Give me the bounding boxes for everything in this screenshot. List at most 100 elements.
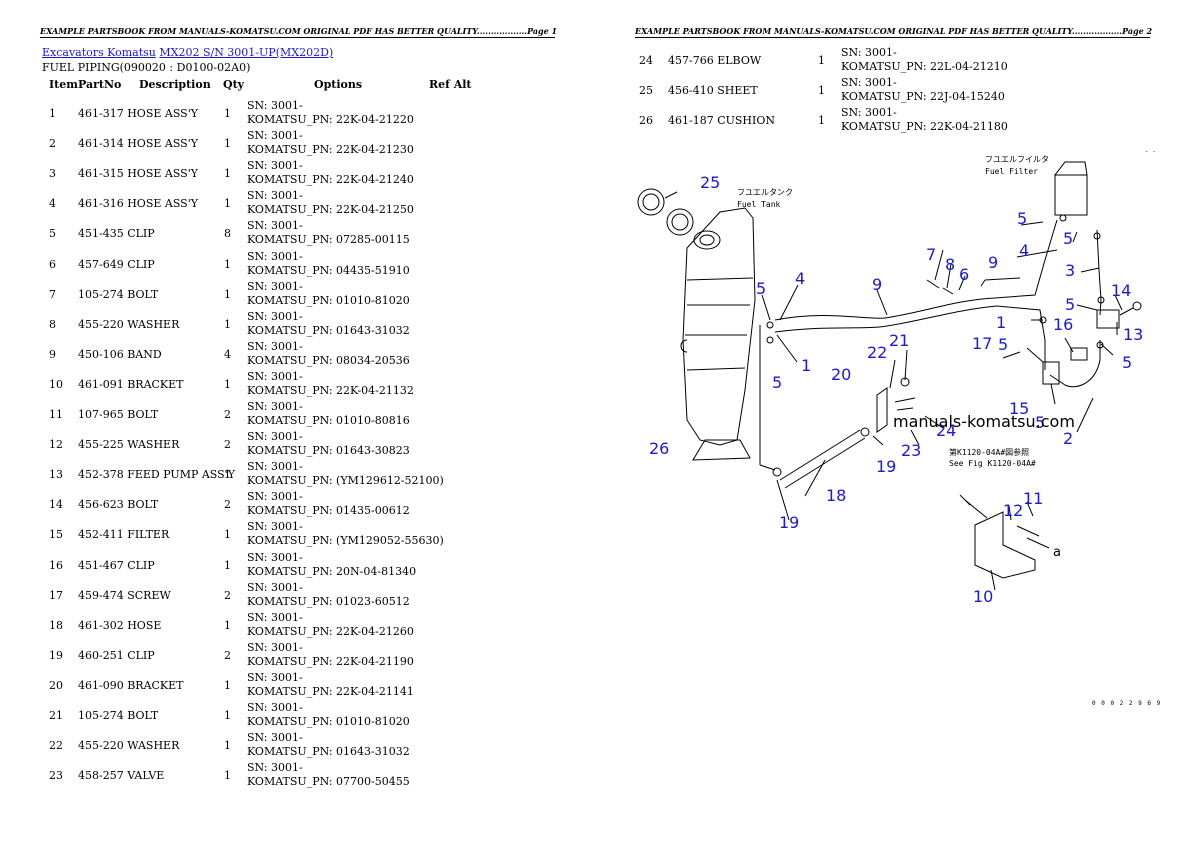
qty-cell: 1 [224,137,231,151]
qty-cell: 2 [224,408,231,421]
column-header-options: Options [314,78,363,91]
partno-description-cell: 456-623 BOLT [78,498,159,512]
callout-number: 21 [889,331,909,350]
partno-description-cell: 455-225 WASHER [78,438,180,452]
qty-cell: 1 [224,167,231,181]
options-pn: KOMATSU_PN: 22K-04-21141 [247,684,414,698]
hose-1 [774,305,1046,370]
qty-cell: 1 [224,528,231,542]
partno-description-cell: 459-474 SCREW [78,588,171,602]
options-pn: KOMATSU_PN: 22K-04-21250 [247,203,414,217]
partno-description-cell: 456-410 SHEET [668,84,758,98]
item-cell: 15 [49,528,63,542]
hose-3 [1096,229,1102,316]
feed-pump [1096,309,1120,329]
figure-code: 0 0 0 2 2 9 6 9 [1092,700,1162,707]
item-cell: 6 [49,257,56,271]
item-cell: 2 [49,137,56,151]
partno-description-cell: 461-091 BRACKET [78,377,184,391]
qty-cell: 4 [224,347,231,361]
options-cell: SN: 3001-KOMATSU_PN: 22K-04-21190 [247,641,414,669]
breadcrumb-link-excavators[interactable]: Excavators Komatsu [42,46,156,59]
column-header-partno: PartNo [78,78,122,91]
options-sn: SN: 3001- [247,430,303,444]
partno-description-cell: 461-316 HOSE ASS'Y [78,197,198,211]
options-pn: KOMATSU_PN: 22K-04-21190 [247,654,414,668]
left-page: EXAMPLE PARTSBOOK FROM MANUALS-KOMATSU.C… [0,26,595,788]
partno-description-cell: 455-220 WASHER [78,739,180,753]
options-sn: SN: 3001- [247,309,303,323]
callout-number: 9 [988,253,998,272]
options-cell: SN: 3001-KOMATSU_PN: 08034-20536 [247,340,410,368]
callout-number: 5 [1035,413,1045,432]
fuel-cap [637,188,665,216]
section-title: FUEL PIPING(090020 : D0100-02A0) [42,61,251,74]
options-cell: SN: 3001-KOMATSU_PN: 22K-04-21180 [841,106,1008,134]
item-cell: 1 [49,107,56,120]
partno-description-cell: 458-257 VALVE [78,769,165,783]
callout-number: 1 [801,356,811,375]
hose-4 [774,219,1058,321]
callout-number: 5 [772,373,782,392]
options-cell: SN: 3001-KOMATSU_PN: 22K-04-21250 [247,189,414,217]
item-cell: 11 [49,408,63,421]
cap-sheet [666,208,694,236]
callout-number: 5 [1065,295,1075,314]
partno-description-cell: 451-435 CLIP [78,227,155,241]
partno-description-cell: 107-965 BOLT [78,408,159,421]
callout-number: 6 [959,265,969,284]
qty-cell: 1 [224,317,231,331]
column-header-qty: Qty [223,78,245,91]
options-sn: SN: 3001- [247,490,303,504]
callout-number: 17 [972,334,992,353]
options-pn: KOMATSU_PN: 01010-81020 [247,293,410,307]
callout-number: 4 [795,269,805,288]
callout-number: 14 [1111,281,1131,300]
qty-cell: 2 [224,498,231,512]
options-pn: KOMATSU_PN: 22K-04-21180 [841,120,1008,134]
options-cell: SN: 3001-KOMATSU_PN: 22K-04-21240 [247,159,414,187]
options-sn: SN: 3001- [247,610,303,624]
qty-cell: 1 [224,618,231,632]
options-cell: SN: 3001-KOMATSU_PN: 22L-04-21210 [841,46,1008,74]
callout-number: 8 [945,255,955,274]
callout-number: 1 [996,313,1006,332]
fuel-tank-cap-opening [693,230,721,250]
options-pn: KOMATSU_PN: 22K-04-21220 [247,113,414,126]
callout-number: 13 [1123,325,1143,344]
options-sn: SN: 3001- [247,731,303,745]
page-header: EXAMPLE PARTSBOOK FROM MANUALS-KOMATSU.C… [635,26,1153,38]
options-cell: SN: 3001-KOMATSU_PN: 01643-31032 [247,310,410,338]
qty-cell: 1 [224,558,231,572]
item-cell: 5 [49,227,56,241]
options-sn: SN: 3001- [247,520,303,534]
item-cell: 12 [49,438,63,452]
qty-cell: 1 [224,709,231,722]
options-pn: KOMATSU_PN: 22J-04-15240 [841,90,1005,104]
callout-number: 20 [831,365,851,384]
partno-description-cell: 105-274 BOLT [78,709,159,722]
callout-number: 25 [700,173,720,192]
callout-number: 3 [1065,261,1075,280]
options-sn: SN: 3001- [247,249,303,263]
options-sn: SN: 3001- [247,159,303,173]
callout-number: 4 [1019,241,1029,260]
options-cell: SN: 3001-KOMATSU_PN: (YM129612-52100) [247,460,444,488]
options-cell: SN: 3001-KOMATSU_PN: 22K-04-21132 [247,370,414,398]
item-cell: 9 [49,347,56,361]
fuel-tank-label: Fuel Tank [737,200,781,209]
item-cell: 20 [49,678,63,692]
options-pn: KOMATSU_PN: 22K-04-21132 [247,383,414,397]
options-pn: KOMATSU_PN: 22L-04-21210 [841,60,1008,73]
breadcrumb-link-model[interactable]: MX202 S/N 3001-UP(MX202D) [159,46,334,59]
options-sn: SN: 3001- [247,761,303,775]
